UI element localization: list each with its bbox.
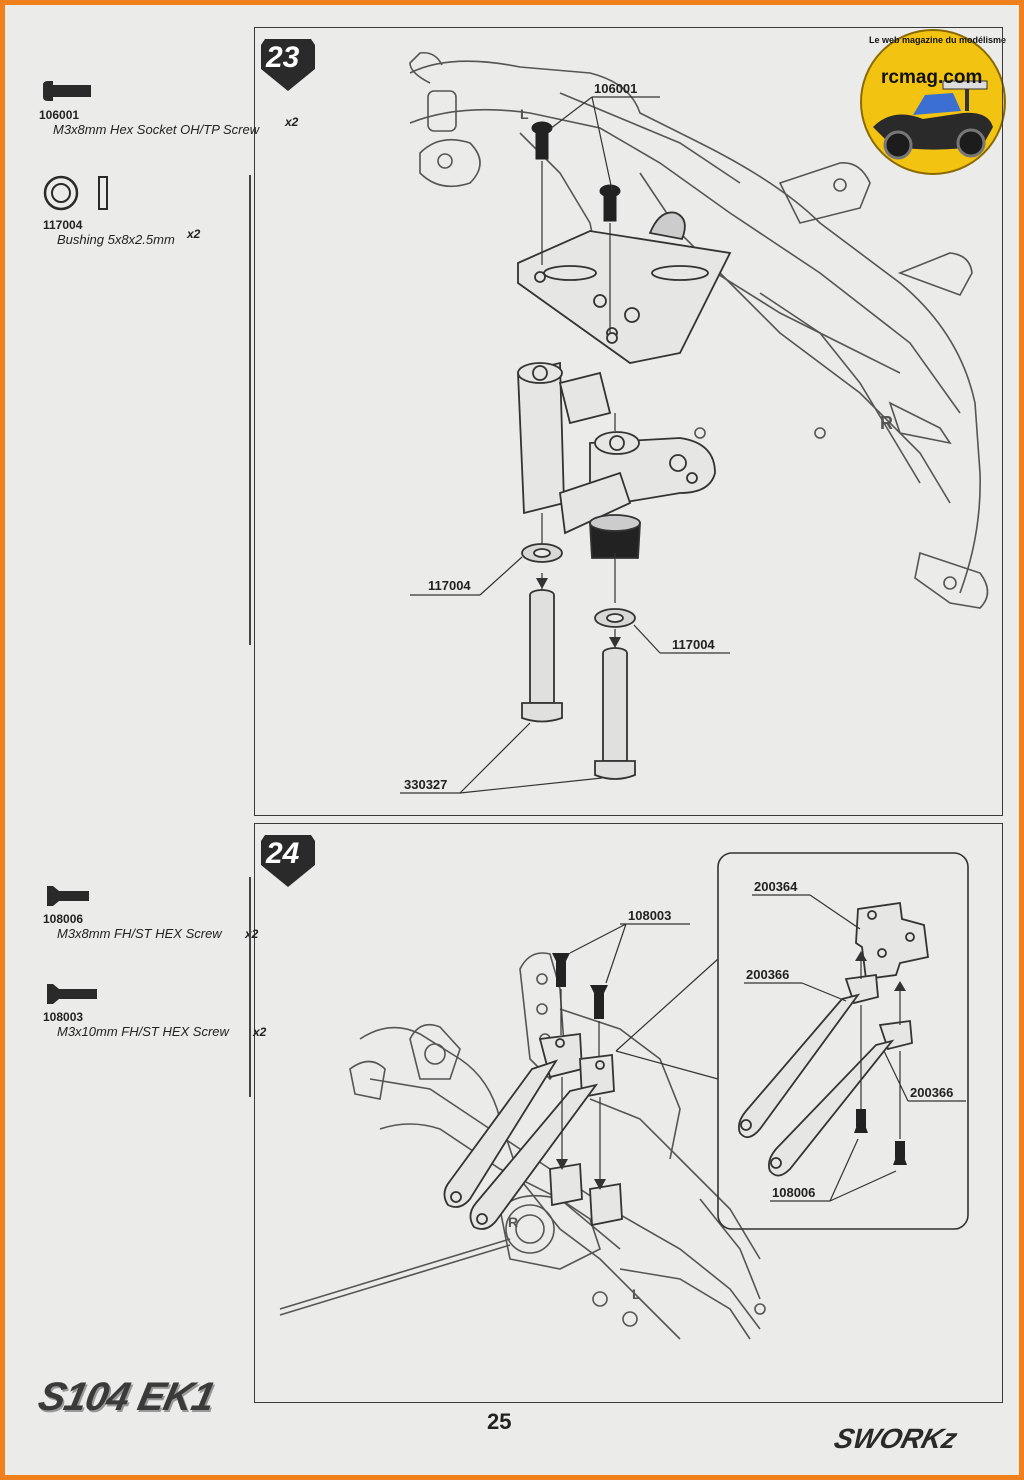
callout-106001: 106001 bbox=[594, 81, 637, 96]
parts-divider bbox=[249, 175, 251, 645]
callout-117004-b: 117004 bbox=[672, 637, 715, 652]
model-name: S104 EK1 bbox=[34, 1375, 219, 1419]
part-desc: Bushing 5x8x2.5mm bbox=[57, 232, 175, 247]
page-number: 25 bbox=[487, 1409, 512, 1434]
flat-head-screw-icon bbox=[47, 984, 97, 1004]
step-24-illustration: R L bbox=[279, 852, 969, 1340]
model-logo: S104 EK1 bbox=[34, 1375, 218, 1420]
part-code: 108006 bbox=[43, 912, 84, 926]
part-code: 117004 bbox=[43, 218, 83, 232]
detail-inset bbox=[717, 852, 969, 1230]
part-qty: x2 bbox=[187, 227, 201, 241]
chassis-mark-l: L bbox=[520, 106, 529, 122]
rcmag-logo: rcmag.com Le web magazine du modélisme bbox=[853, 27, 1013, 182]
chassis-mark-r: R bbox=[508, 1214, 518, 1230]
step-23-badge: 23 bbox=[257, 35, 319, 98]
step-badge-shape bbox=[261, 39, 315, 91]
step-24-badge: 24 bbox=[257, 831, 319, 894]
brand-logo: SWORKz bbox=[831, 1423, 961, 1455]
part-qty: x2 bbox=[245, 927, 259, 941]
part-code: 106001 bbox=[39, 108, 80, 122]
callout-200364: 200364 bbox=[754, 879, 798, 894]
part-108003: 108003 M3x10mm FH/ST HEX Screw bbox=[43, 983, 229, 1039]
brand-name: SWORKz bbox=[830, 1423, 961, 1454]
parts-divider bbox=[249, 877, 251, 1097]
chassis-mark-l: L bbox=[632, 1286, 641, 1302]
callout-108006: 108006 bbox=[772, 1185, 815, 1200]
step-23-illustration: R L bbox=[400, 51, 989, 794]
step-23-panel bbox=[254, 27, 1003, 816]
part-108006: 108006 M3x8mm FH/ST HEX Screw bbox=[43, 885, 222, 941]
step-24-number: 24 bbox=[266, 837, 300, 870]
part-desc: M3x8mm Hex Socket OH/TP Screw bbox=[53, 122, 260, 137]
chassis-mark-r: R bbox=[880, 413, 893, 433]
part-desc: M3x10mm FH/ST HEX Screw bbox=[57, 1024, 229, 1039]
part-106001: 106001 M3x8mm Hex Socket OH/TP Screw bbox=[39, 79, 259, 137]
part-qty: x2 bbox=[285, 115, 299, 129]
rcmag-logo-art bbox=[860, 29, 1006, 175]
part-qty: x2 bbox=[253, 1025, 267, 1039]
callout-117004-a: 117004 bbox=[428, 578, 471, 593]
part-desc: M3x8mm FH/ST HEX Screw bbox=[57, 926, 222, 941]
step-23-number: 23 bbox=[266, 41, 300, 74]
rcmag-tagline: Le web magazine du modélisme bbox=[869, 35, 1007, 45]
part-117004: 117004 Bushing 5x8x2.5mm bbox=[43, 173, 175, 247]
step-24-panel bbox=[254, 823, 1003, 1403]
step-badge-shape bbox=[261, 835, 315, 887]
callout-330327: 330327 bbox=[404, 777, 447, 792]
bushing-icon bbox=[43, 175, 108, 211]
callout-200366-a: 200366 bbox=[746, 967, 789, 982]
hex-socket-screw-icon bbox=[43, 81, 91, 101]
callout-200366-b: 200366 bbox=[910, 1085, 953, 1100]
callout-108003: 108003 bbox=[628, 908, 671, 923]
flat-head-screw-icon bbox=[47, 886, 89, 906]
rcmag-site: rcmag.com bbox=[881, 67, 983, 88]
part-code: 108003 bbox=[43, 1010, 84, 1024]
